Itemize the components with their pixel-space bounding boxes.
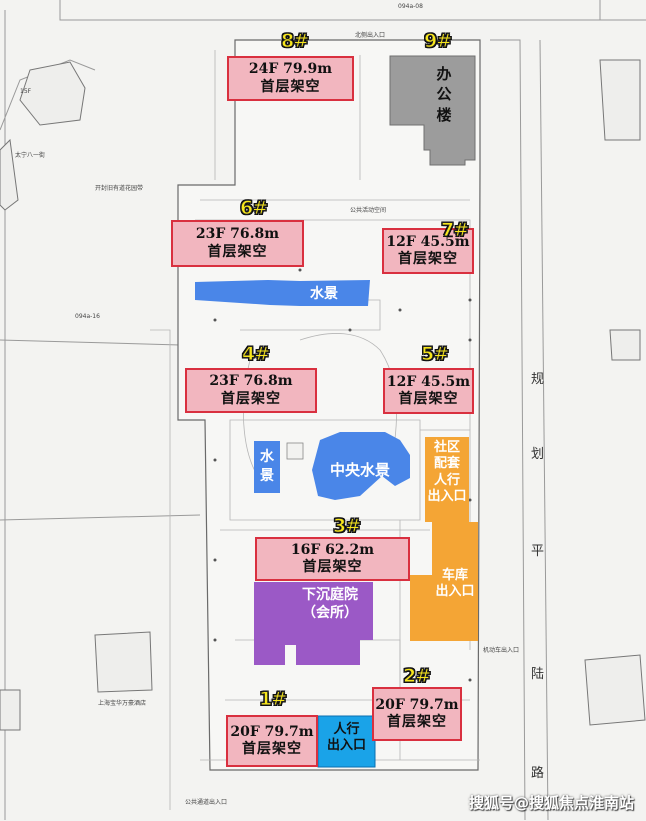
map-note-south-gate: 公共通道出入口: [185, 799, 228, 806]
building-7-number: 7#: [440, 219, 469, 242]
building-4-label[interactable]: 23F 76.8m 首层架空: [185, 368, 317, 413]
building-5-number: 5#: [420, 343, 449, 366]
building-6-number: 6#: [239, 197, 268, 220]
water-feature-north: [195, 280, 370, 306]
building-4-number: 4#: [241, 343, 270, 366]
sunken-courtyard-line2: （会所）: [302, 604, 358, 621]
map-note-vehicle-gate: 机动车出入口: [483, 647, 520, 654]
building-3-label[interactable]: 16F 62.2m 首层架空: [255, 537, 410, 581]
building-6-label[interactable]: 23F 76.8m 首层架空: [171, 220, 304, 267]
building-8-note: 首层架空: [260, 78, 321, 95]
garage-entrance-line2: 出入口: [435, 584, 475, 600]
office-label-char-2: 公: [436, 85, 452, 104]
building-7-note: 首层架空: [398, 251, 458, 267]
community-entrance-line4: 出入口: [427, 489, 467, 505]
building-3-number: 3#: [332, 515, 361, 538]
water-feature-north-label: 水景: [310, 286, 338, 302]
community-pedestrian-entrance-block: [425, 437, 469, 522]
water-west-char-2: 景: [260, 467, 274, 484]
sunken-courtyard-footprint: [254, 582, 373, 665]
building-7-label[interactable]: 12F 45.5m 首层架空: [382, 228, 474, 274]
building-1-height: 20F 79.7m: [230, 723, 314, 740]
map-note-garden: 开封旧有道花园带: [95, 185, 144, 192]
building-8-label[interactable]: 24F 79.9m 首层架空: [227, 56, 354, 101]
office-building-label: 办 公 楼: [432, 64, 456, 125]
pedestrian-entrance-block: [317, 715, 376, 768]
map-note-plaza: 上海宝华万豪酒店: [98, 700, 147, 707]
building-1-note: 首层架空: [242, 741, 302, 757]
building-7-height: 12F 45.5m: [386, 233, 470, 250]
community-entrance-line1: 社区: [433, 440, 460, 455]
pedestrian-entrance-label: 人行 出入口: [318, 722, 375, 755]
community-entrance-line2: 配套: [433, 456, 460, 472]
building-3-height: 16F 62.2m: [290, 541, 375, 558]
building-4-note: 首层架空: [221, 390, 281, 407]
building-1-label[interactable]: 20F 79.7m 首层架空: [226, 715, 318, 767]
building-9-number: 9#: [423, 30, 452, 53]
map-note-15f: 15F: [20, 88, 32, 95]
water-feature-west: [254, 441, 280, 493]
water-feature-west-label: 水 景: [259, 448, 275, 486]
pedestrian-entrance-line2: 出入口: [326, 738, 366, 754]
building-1-number: 1#: [258, 688, 287, 711]
water-west-char-1: 水: [260, 449, 274, 465]
map-note-parcel: 094a-16: [75, 313, 100, 320]
building-5-height: 12F 45.5m: [386, 373, 471, 390]
garage-entrance-label: 车库 出入口: [432, 568, 478, 601]
road-name-char-3: 平: [531, 544, 545, 559]
building-8-height: 24F 79.9m: [248, 61, 333, 78]
sunken-courtyard-line1: 下沉庭院: [302, 587, 358, 603]
office-building-footprint: [389, 55, 476, 166]
building-5-note: 首层架空: [398, 391, 459, 407]
garage-entrance-block: [410, 522, 478, 641]
central-water-feature: [312, 432, 410, 500]
building-4-height: 23F 76.8m: [209, 373, 293, 390]
watermark: 搜狐号@搜狐焦点淮南站: [468, 794, 634, 812]
office-label-char-3: 楼: [436, 105, 452, 124]
road-name-char-1: 规: [531, 372, 545, 387]
map-note-activity: 公共活动空间: [350, 207, 387, 214]
building-6-height: 23F 76.8m: [195, 226, 280, 243]
building-6-note: 首层架空: [207, 243, 268, 260]
sunken-courtyard-label: 下沉庭院 （会所）: [290, 587, 370, 622]
map-note-top: 094a-08: [398, 3, 423, 10]
building-2-label[interactable]: 20F 79.7m 首层架空: [372, 687, 462, 741]
garage-entrance-line1: 车库: [441, 568, 468, 583]
office-label-char-1: 办: [436, 65, 452, 83]
road-name-char-2: 划: [531, 447, 545, 462]
road-name-char-5: 路: [531, 766, 545, 781]
pedestrian-entrance-line1: 人行: [333, 722, 360, 737]
community-pedestrian-entrance-label: 社区 配套 人行 出入口: [425, 440, 469, 506]
central-water-feature-label: 中央水景: [330, 461, 391, 479]
map-note-north-gate: 北侧出入口: [355, 32, 386, 39]
building-8-number: 8#: [280, 30, 309, 53]
building-5-label[interactable]: 12F 45.5m 首层架空: [383, 368, 474, 414]
building-2-number: 2#: [402, 665, 431, 688]
map-note-road: 太宁八一街: [15, 152, 46, 159]
community-entrance-line3: 人行: [433, 472, 460, 488]
building-2-note: 首层架空: [387, 714, 447, 730]
building-2-height: 20F 79.7m: [375, 696, 459, 713]
road-name-char-4: 陆: [531, 667, 545, 682]
building-3-note: 首层架空: [302, 559, 363, 575]
